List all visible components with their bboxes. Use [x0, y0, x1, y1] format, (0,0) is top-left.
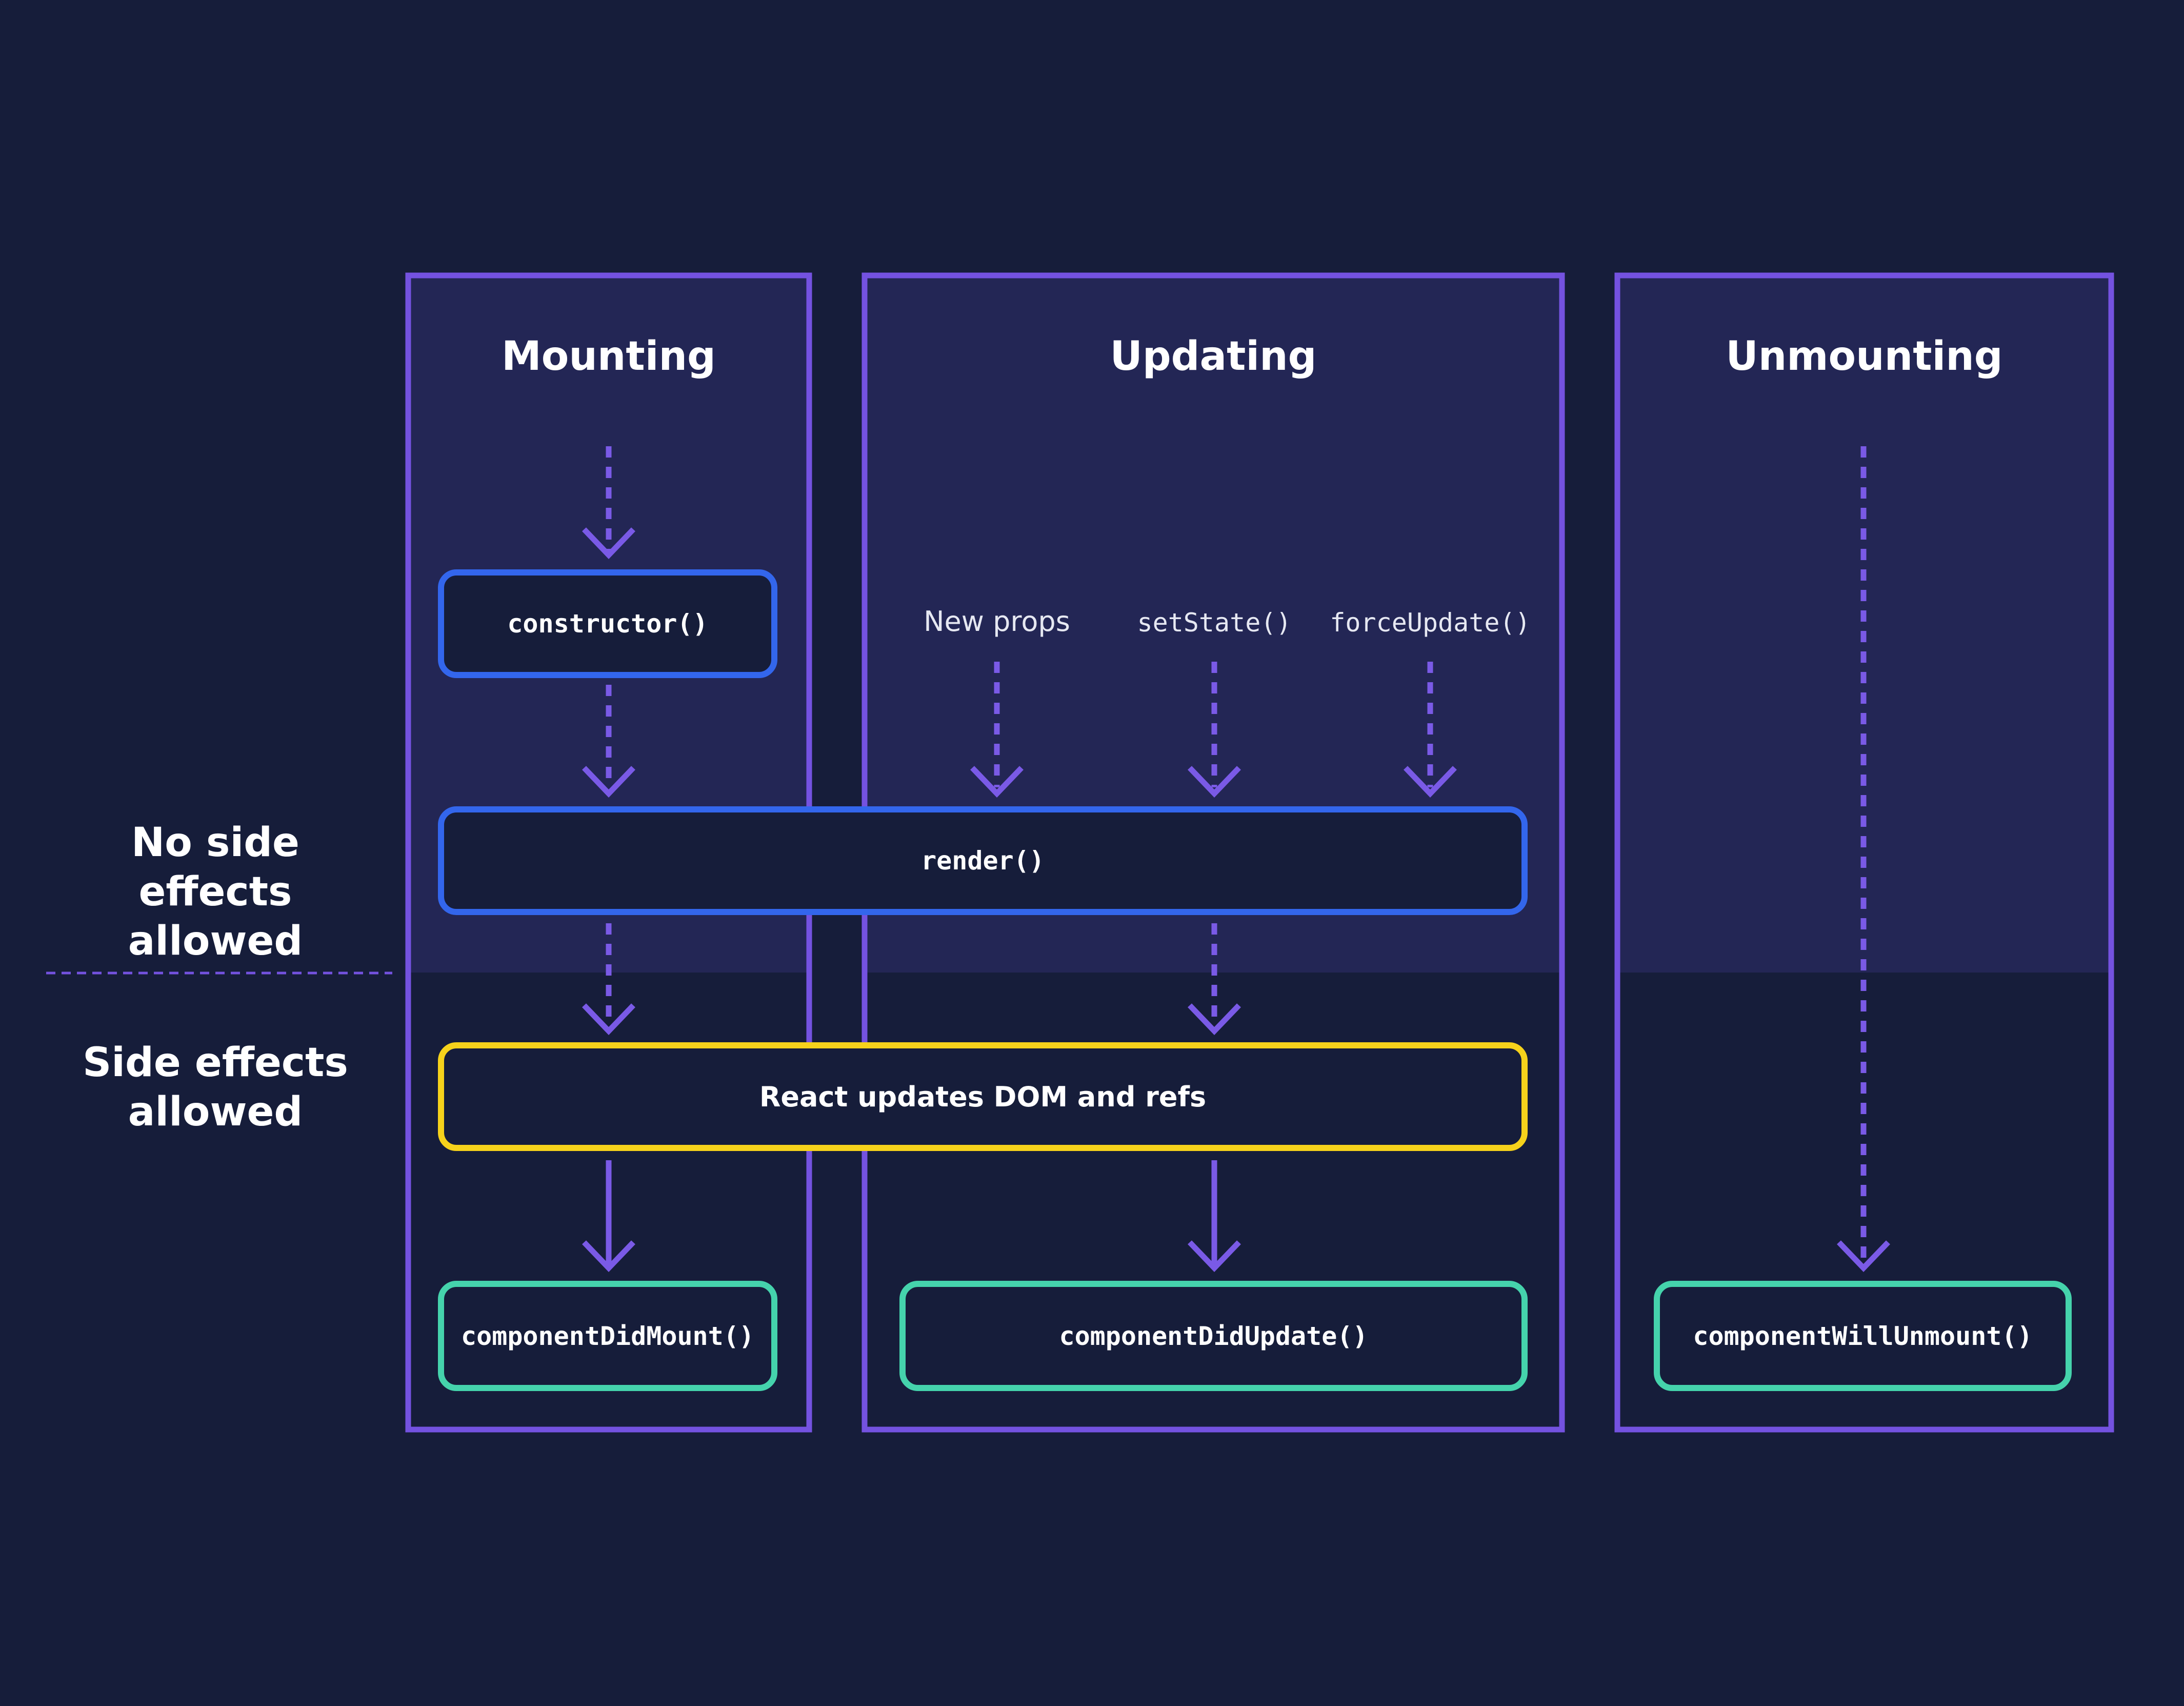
render-node: render() — [438, 806, 1528, 915]
arrow-force-update-head — [1404, 766, 1457, 798]
arrow-dom-did-update-head — [1188, 1240, 1241, 1272]
unmounting-panel — [1614, 272, 2114, 1433]
did-update-node: componentDidUpdate() — [899, 1281, 1528, 1391]
side-effects-label: Side effects allowed — [83, 1040, 348, 1135]
will-unmount-node: componentWillUnmount() — [1654, 1281, 2072, 1391]
arrow-constructor-render-head — [582, 766, 635, 798]
trigger-new-props: New props — [924, 605, 1070, 638]
no-side-effects-label: No side effects allowed — [128, 820, 303, 964]
arrow-dom-did-mount-head — [582, 1240, 635, 1272]
constructor-node: constructor() — [438, 569, 777, 678]
unmounting-upper-zone — [1619, 277, 2110, 973]
arrow-new-props-head — [970, 766, 1024, 798]
updating-title: Updating — [1110, 333, 1317, 380]
arrow-render-dom-mounting-head — [582, 1003, 635, 1035]
trigger-set-state: setState() — [1137, 608, 1292, 638]
dom-update-node: React updates DOM and refs — [438, 1042, 1528, 1151]
arrow-unmounting-head — [1837, 1240, 1890, 1272]
arrow-into-constructor-head — [582, 527, 635, 559]
arrow-render-dom-updating-head — [1188, 1003, 1241, 1035]
mounting-title: Mounting — [502, 333, 716, 380]
arrow-set-state-head — [1188, 766, 1241, 798]
did-mount-node: componentDidMount() — [438, 1281, 777, 1391]
trigger-force-update: forceUpdate() — [1330, 608, 1531, 638]
unmounting-title: Unmounting — [1726, 333, 2003, 380]
